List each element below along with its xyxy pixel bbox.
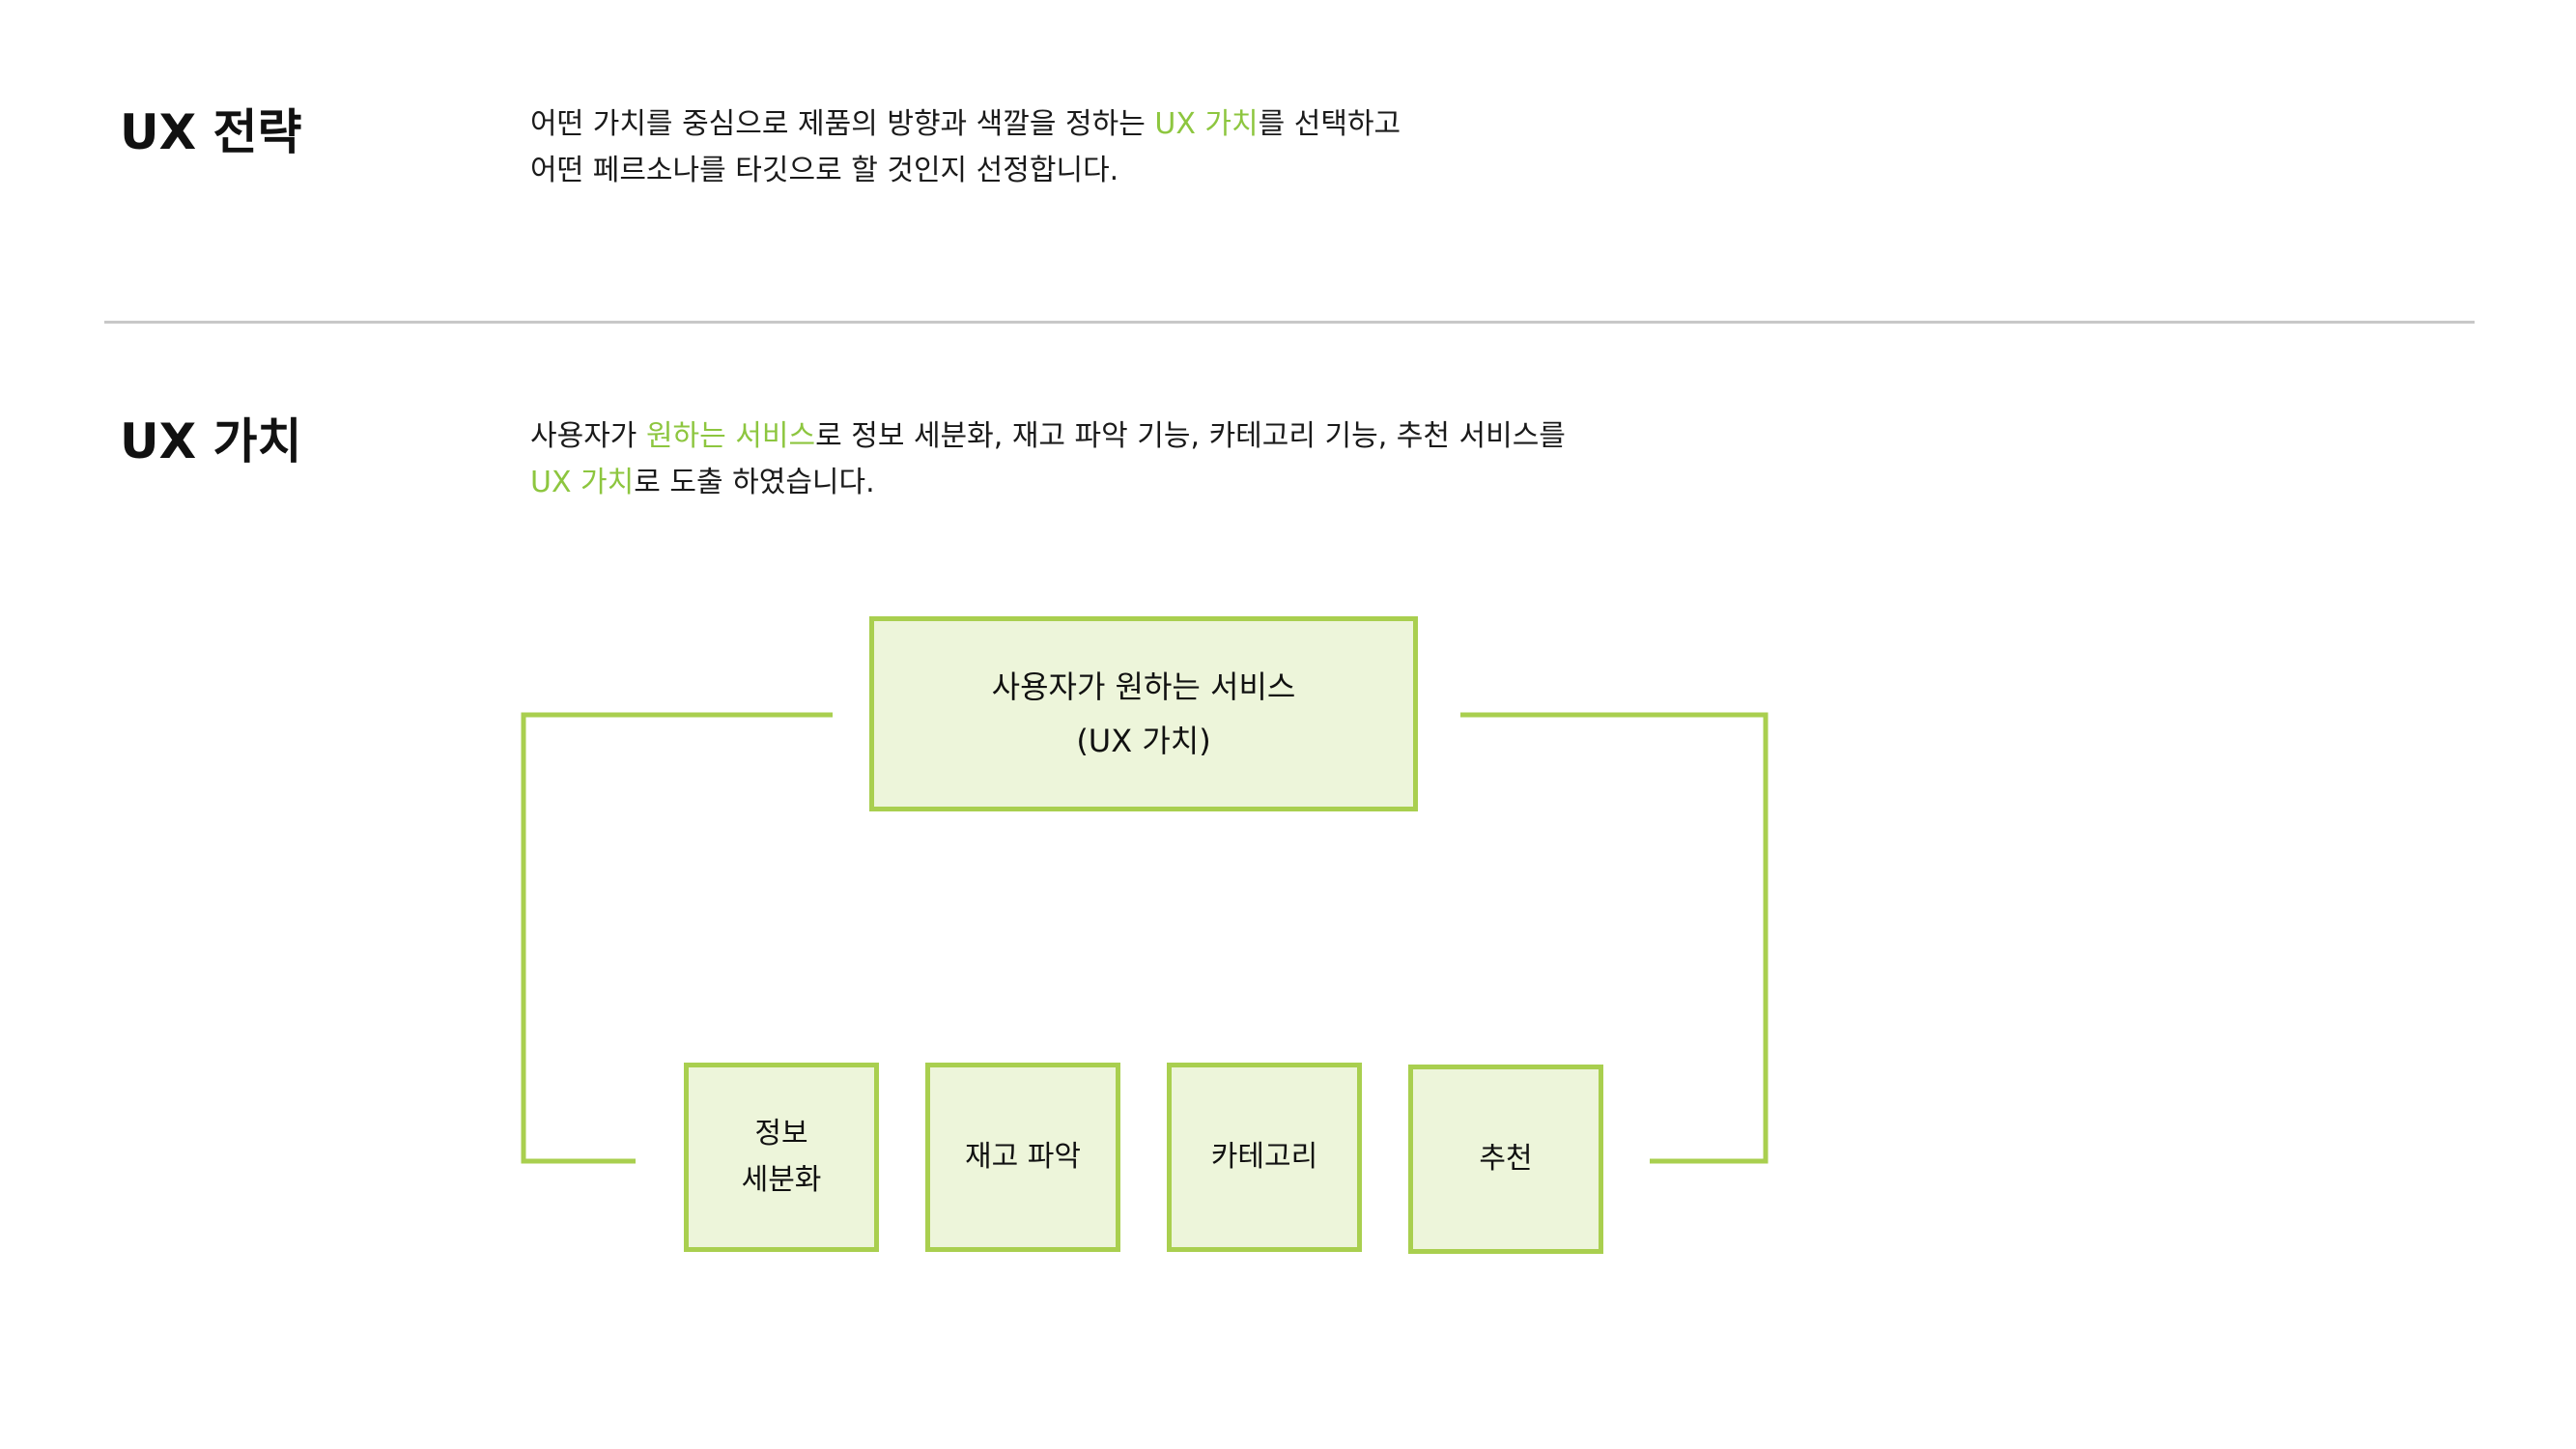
ux-value-title: UX 가치 [120, 413, 302, 469]
strategy-desc-text: 를 선택하고 [1258, 107, 1401, 141]
recommendation-box: 추천 [1408, 1065, 1603, 1254]
value-desc-highlight: 원하는 서비스 [645, 419, 816, 453]
value-desc-highlight: UX 가치 [530, 466, 635, 499]
stock-check-box: 재고 파악 [925, 1063, 1120, 1252]
strategy-desc-highlight: UX 가치 [1154, 107, 1259, 141]
info-segmentation-line1: 정보 [754, 1117, 808, 1151]
category-label: 카테고리 [1210, 1140, 1318, 1174]
ux-value-box-line1: 사용자가 원하는 서비스 [991, 668, 1296, 705]
recommendation-label: 추천 [1479, 1142, 1533, 1176]
value-desc-text: 사용자가 [530, 419, 646, 453]
stock-check-label: 재고 파악 [965, 1140, 1081, 1174]
section-divider [104, 321, 2475, 324]
strategy-desc-text: 어떤 페르소나를 타깃으로 할 것인지 선정합니다. [530, 154, 1119, 187]
ux-value-description: 사용자가 원하는 서비스로 정보 세분화, 재고 파악 기능, 카테고리 기능,… [530, 413, 1566, 506]
ux-strategy-description: 어떤 가치를 중심으로 제품의 방향과 색깔을 정하는 UX 가치를 선택하고 … [530, 101, 1401, 194]
ux-value-box: 사용자가 원하는 서비스 (UX 가치) [869, 616, 1418, 811]
info-segmentation-line2: 세분화 [741, 1163, 822, 1197]
category-box: 카테고리 [1167, 1063, 1362, 1252]
ux-value-box-line2: (UX 가치) [1076, 723, 1211, 759]
ux-strategy-title: UX 전략 [120, 104, 302, 160]
strategy-desc-text: 어떤 가치를 중심으로 제품의 방향과 색깔을 정하는 [530, 107, 1155, 141]
value-desc-text: 로 정보 세분화, 재고 파악 기능, 카테고리 기능, 추천 서비스를 [815, 419, 1566, 453]
info-segmentation-box: 정보 세분화 [684, 1063, 879, 1252]
value-desc-text: 로 도출 하였습니다. [634, 466, 875, 499]
